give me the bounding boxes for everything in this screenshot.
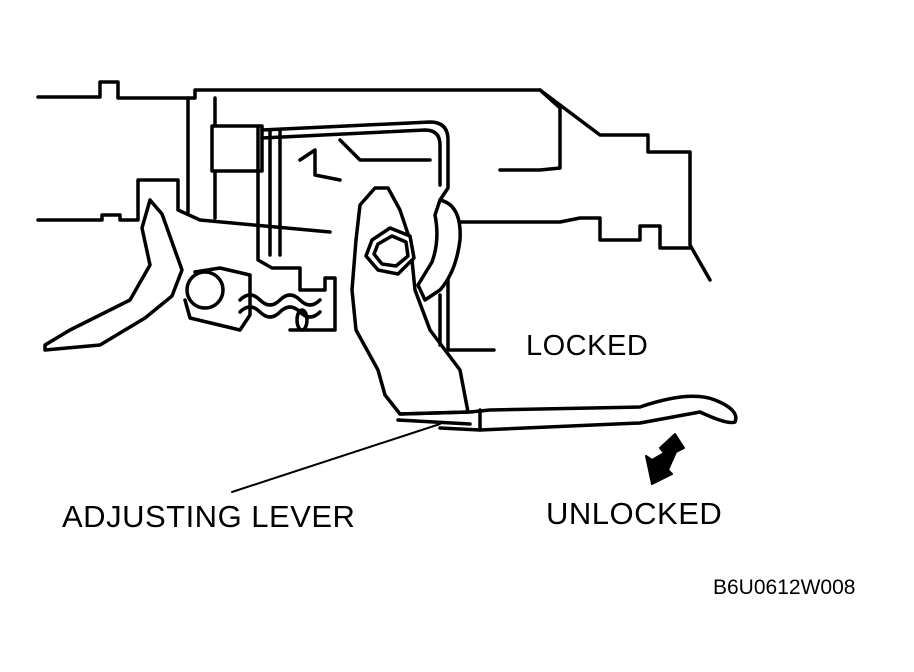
unlocked-arrow	[645, 433, 685, 485]
left-pivot	[185, 270, 225, 310]
left-arm	[43, 198, 184, 352]
locking-cam	[416, 198, 462, 302]
bracket-inner	[268, 128, 282, 257]
rod-hook	[298, 138, 432, 182]
locked-label: LOCKED	[526, 330, 649, 362]
frame-inner-line	[498, 88, 562, 172]
return-spring	[238, 293, 322, 319]
bracket-block	[210, 124, 264, 173]
frame-right-step	[438, 216, 692, 250]
release-handle	[398, 394, 738, 432]
frame-lower-outline	[36, 178, 332, 234]
bracket-plate	[256, 124, 337, 332]
lever-nut-inner	[372, 234, 410, 268]
frame-upper-outline	[36, 80, 712, 282]
lock-rod	[260, 120, 450, 202]
spring-end	[295, 308, 309, 332]
adjusting-lever-leader	[231, 423, 441, 493]
figure-code: B6U0612W008	[713, 576, 856, 599]
left-pivot-housing	[183, 266, 252, 332]
lock-hook	[446, 278, 496, 352]
lever-bottom-edge	[396, 418, 472, 426]
unlocked-label: UNLOCKED	[546, 496, 723, 531]
adjusting-lever-label: ADJUSTING LEVER	[62, 499, 356, 534]
